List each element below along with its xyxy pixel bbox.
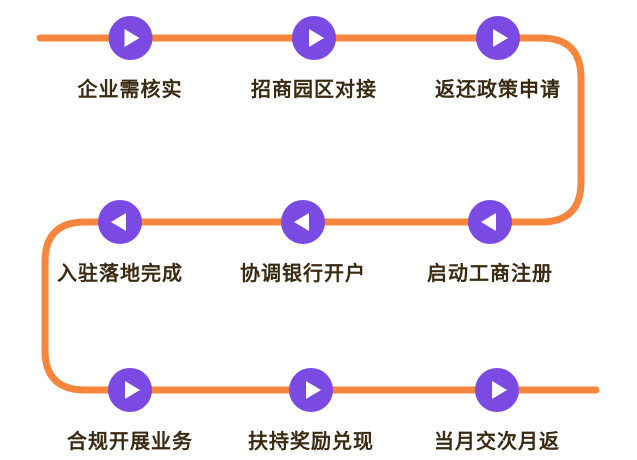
play-right-icon [476,16,520,60]
play-left-icon [468,200,512,244]
play-right-icon [475,368,519,412]
flow-step-8: 扶持奖励兑现 [248,368,374,454]
play-left-icon [98,200,142,244]
triangle-right-glyph [308,29,324,47]
flow-step-4: 启动工商注册 [427,200,553,286]
triangle-right-glyph [491,381,507,399]
flow-step-2: 招商园区对接 [251,16,377,102]
play-right-icon [289,368,333,412]
flow-step-3: 返还政策申请 [435,16,561,102]
flow-step-label: 返还政策申请 [435,79,561,101]
flow-step-label: 当月交次月返 [434,431,560,453]
flow-step-label: 合规开展业务 [67,431,193,453]
play-right-icon [108,16,152,60]
flow-step-label: 招商园区对接 [251,79,377,101]
play-left-icon [281,200,325,244]
flow-step-label: 协调银行开户 [240,263,366,285]
flow-step-9: 当月交次月返 [434,368,560,454]
triangle-right-glyph [305,381,321,399]
triangle-left-glyph [480,213,496,231]
flow-step-label: 入驻落地完成 [57,263,183,285]
triangle-right-glyph [492,29,508,47]
flow-step-1: 企业需核实 [78,16,183,102]
flow-step-label: 启动工商注册 [427,263,553,285]
play-right-icon [108,368,152,412]
flow-step-6: 入驻落地完成 [57,200,183,286]
play-right-icon [292,16,336,60]
triangle-left-glyph [293,213,309,231]
triangle-right-glyph [124,381,140,399]
flow-step-label: 企业需核实 [77,79,183,101]
triangle-right-glyph [124,29,140,47]
flow-step-label: 扶持奖励兑现 [248,431,374,453]
flow-step-7: 合规开展业务 [67,368,193,454]
flow-step-5: 协调银行开户 [240,200,366,286]
triangle-left-glyph [110,213,126,231]
